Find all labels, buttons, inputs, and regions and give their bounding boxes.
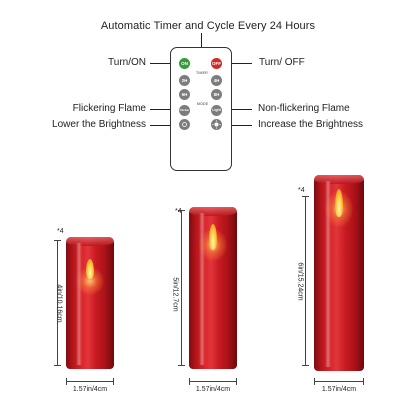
remote-on-button[interactable]: ON [179, 58, 190, 69]
candle-medium [189, 207, 237, 369]
candle-small-width-label: 1.57in/4cm [72, 386, 108, 393]
bright-sun-icon [212, 120, 221, 129]
candle-medium-width-label: 1.57in/4cm [195, 386, 231, 393]
remote-brightness-up-button[interactable] [211, 119, 222, 130]
dim-sun-icon [182, 122, 187, 127]
label-increase-brightness: Increase the Brightness [258, 119, 364, 130]
candle-large-height-label: 6in/15.24cm [296, 262, 304, 301]
remote-6h-button[interactable]: 6H [179, 89, 190, 100]
title-pointer-line [201, 33, 202, 49]
remote-light-button[interactable]: Light [211, 105, 222, 116]
candle-medium-flame [209, 224, 217, 250]
remote-off-button[interactable]: OFF [211, 58, 222, 69]
candle-large-width-label: 1.57in/4cm [321, 386, 357, 393]
label-flickering-flame: Flickering Flame [72, 103, 146, 114]
remote-control: ON OFF TIMER 2H 4H 6H 8H MODE Flicker Li… [170, 47, 232, 171]
candle-small-height-label: 4in/10.16cm [55, 284, 63, 323]
candle-large-width-dim [314, 378, 364, 385]
label-turn-off: Turn/ OFF [259, 57, 305, 68]
candle-large-flame [335, 189, 343, 217]
remote-timer-label: TIMER [196, 71, 208, 75]
candle-small-quantity: *4 [57, 228, 64, 235]
remote-8h-button[interactable]: 8H [211, 89, 222, 100]
candle-medium-width-dim [189, 378, 237, 385]
candle-large [314, 175, 364, 371]
candle-small-width-dim [66, 378, 114, 385]
candle-large-quantity: *4 [298, 187, 305, 194]
candle-medium-height-label: 5in/12.7cm [171, 277, 179, 312]
label-non-flickering-flame: Non-flickering Flame [258, 103, 350, 114]
remote-4h-button[interactable]: 4H [211, 75, 222, 86]
label-turn-on: Turn/ON [108, 57, 146, 68]
remote-mode-label: MODE [197, 102, 209, 106]
candle-small [66, 237, 114, 369]
remote-2h-button[interactable]: 2H [179, 75, 190, 86]
remote-brightness-down-button[interactable] [179, 119, 190, 130]
remote-flicker-button[interactable]: Flicker [179, 105, 190, 116]
candle-small-height-dim [54, 240, 61, 366]
candle-medium-height-dim [178, 210, 185, 366]
label-lower-brightness: Lower the Brightness [52, 119, 146, 130]
candle-large-height-dim [302, 196, 309, 366]
candle-medium-quantity: *4 [175, 208, 182, 215]
candle-small-flame [86, 259, 94, 279]
page-title: Automatic Timer and Cycle Every 24 Hours [100, 20, 316, 32]
